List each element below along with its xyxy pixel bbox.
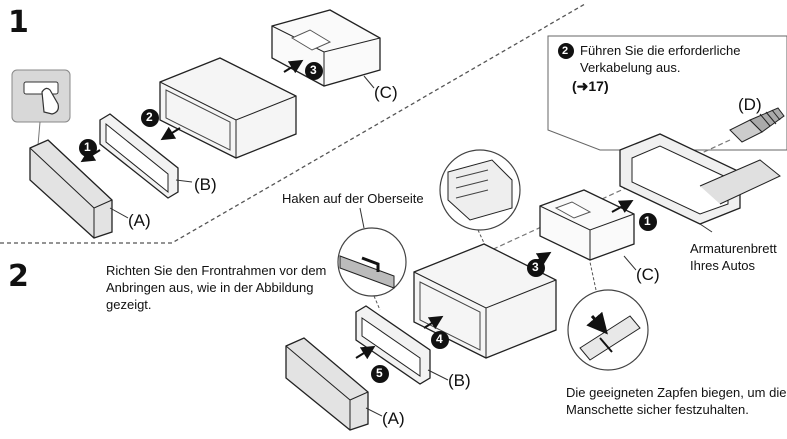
head-unit-bottom [413, 243, 557, 359]
marker-4-bottom-label: 4 [436, 332, 443, 346]
marker-5-bottom-label: 5 [376, 366, 383, 380]
dashboard-label-line-1: Armaturenbrett [690, 241, 777, 256]
bend-note-line-1: Die geeigneten Zapfen biegen, um die [566, 385, 787, 400]
marker-2-top [141, 109, 159, 127]
callout-line-1: Führen Sie die erforderliche [580, 43, 741, 58]
callout-page-ref: (➜17) [572, 78, 609, 94]
hook-label: Haken auf der Oberseite [282, 191, 424, 206]
release-button-icon [11, 69, 71, 146]
head-unit-top [159, 57, 297, 159]
faceplate-a-bottom [285, 337, 383, 431]
bend-tab-detail [567, 261, 649, 371]
step-1-number: 1 [8, 5, 29, 40]
callout-line-2: Verkabelung aus. [580, 60, 681, 75]
frame-note-line-1: Richten Sie den Frontrahmen vor dem [106, 263, 327, 278]
bend-note-line-2: Manschette sicher festzuhalten. [566, 402, 749, 417]
marker-2-callout [558, 43, 574, 59]
marker-4-bottom [431, 331, 449, 349]
head-unit-detail [439, 149, 521, 257]
dashboard-slot [619, 133, 781, 233]
marker-1-bottom [639, 213, 657, 231]
marker-3-top-label: 3 [310, 63, 317, 77]
label-c-bottom: (C) [636, 265, 660, 284]
label-b-top: (B) [194, 175, 217, 194]
faceplate-a-top [29, 139, 113, 239]
callout-number: 2 [562, 45, 569, 57]
marker-3-bottom [527, 259, 545, 277]
label-a-top: (A) [128, 211, 151, 230]
label-a-bottom: (A) [382, 409, 405, 428]
section-divider [0, 3, 586, 244]
dashboard-label-line-2: Ihres Autos [690, 258, 756, 273]
mounting-sleeve-c-top [271, 9, 381, 87]
marker-1-bottom-label: 1 [644, 214, 651, 228]
trim-plate-b-top [99, 113, 179, 199]
step-2-number: 2 [8, 259, 29, 294]
label-b-bottom: (B) [448, 371, 471, 390]
label-d: (D) [738, 95, 762, 114]
frame-note-line-2: Anbringen aus, wie in der Abbildung [106, 280, 314, 295]
hook-detail [337, 207, 407, 311]
mounting-sleeve-c-bottom [539, 189, 637, 271]
marker-1-top [79, 139, 97, 157]
marker-1-top-label: 1 [84, 140, 91, 154]
marker-5-bottom [371, 365, 389, 383]
trim-plate-b-bottom [355, 305, 449, 385]
marker-3-bottom-label: 3 [532, 260, 539, 274]
marker-2-top-label: 2 [146, 110, 153, 124]
connector-d-icon [729, 107, 785, 143]
marker-3-top [305, 62, 323, 80]
label-c-top: (C) [374, 83, 398, 102]
frame-note-line-3: gezeigt. [106, 297, 152, 312]
